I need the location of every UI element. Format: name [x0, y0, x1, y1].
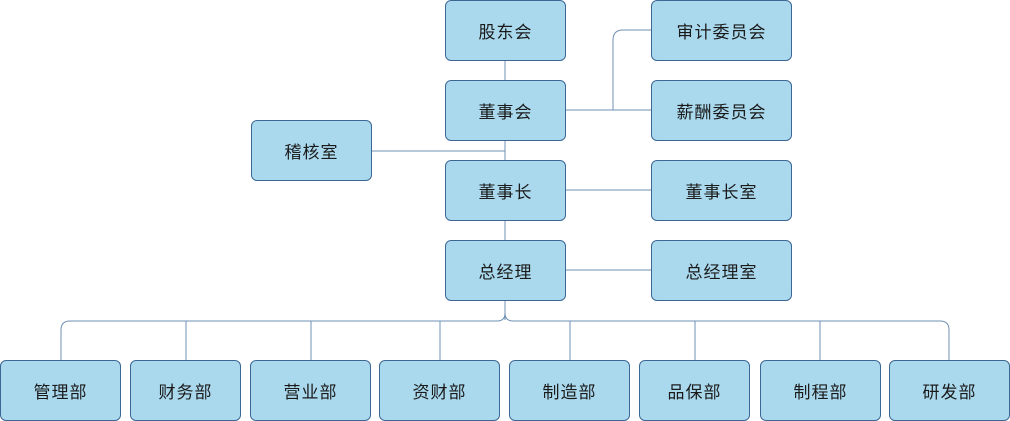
chairman-office-box: 董事长室: [651, 160, 792, 221]
general-manager-box: 总经理: [445, 240, 566, 301]
remuneration-committee-box: 薪酬委员会: [651, 80, 792, 141]
board-committee-connector: [565, 29, 651, 111]
department-bus-right: [504, 312, 950, 360]
general-manager-office-box: 总经理室: [651, 240, 792, 301]
department-quality-assurance: 品保部: [639, 360, 750, 421]
audit-office-box: 稽核室: [251, 120, 372, 181]
department-materials: 资财部: [379, 360, 500, 421]
chairman-box: 董事长: [445, 160, 566, 221]
board-of-directors-box: 董事会: [445, 80, 566, 141]
department-process-engineering: 制程部: [760, 360, 881, 421]
shareholders-meeting-box: 股东会: [445, 0, 566, 61]
department-finance: 财务部: [130, 360, 241, 421]
department-management: 管理部: [0, 360, 121, 421]
department-bus: [60, 312, 506, 360]
department-rnd: 研发部: [889, 360, 1010, 421]
department-sales: 营业部: [250, 360, 371, 421]
department-manufacturing: 制造部: [509, 360, 630, 421]
audit-committee-box: 审计委员会: [651, 0, 792, 61]
